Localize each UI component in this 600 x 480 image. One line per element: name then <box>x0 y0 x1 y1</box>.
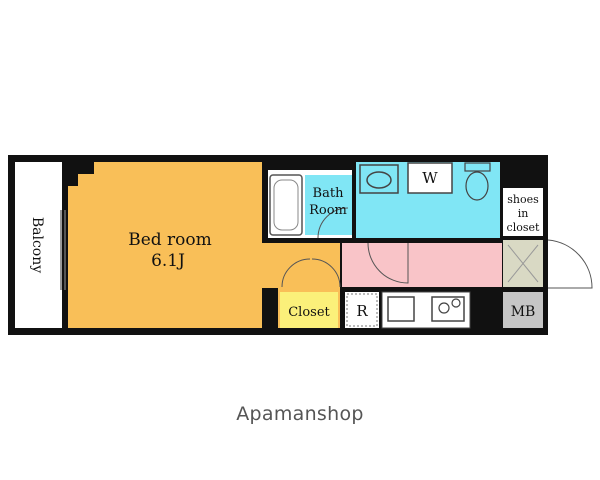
bedroom-door-swing <box>281 258 341 288</box>
fridge-label: R <box>356 302 368 320</box>
closet-area <box>280 292 338 328</box>
shoes-closet-line2: in <box>518 207 529 220</box>
meter-box-area <box>503 292 543 328</box>
washroom-door-swing <box>367 242 409 284</box>
bath-room-label-bg <box>305 175 352 235</box>
washer-space <box>407 162 453 194</box>
fridge-space <box>345 292 379 328</box>
shoes-closet-line1: shoes <box>507 193 539 206</box>
bath-label-line2: Room <box>309 203 347 218</box>
shoes-closet-line3: closet <box>507 221 540 234</box>
kitchen-counter <box>381 291 471 329</box>
corridor-area <box>342 243 502 287</box>
bath-door-swing <box>317 207 349 239</box>
bedroom-area <box>68 162 340 328</box>
bedroom-label: Bed room <box>128 230 212 250</box>
bedroom-size-label: 6.1J <box>151 251 185 271</box>
sink-icon <box>359 164 399 194</box>
meter-box-label: MB <box>511 304 536 320</box>
balcony-area <box>15 162 62 328</box>
bath-label-line1: Bath <box>313 186 345 201</box>
bathtub-icon <box>269 174 303 236</box>
kitchen-sink-icon <box>387 296 415 322</box>
toilet-icon <box>465 171 489 201</box>
brand-logo-text: Apamanshop <box>236 403 364 425</box>
balcony-label: Balcony <box>29 217 45 273</box>
washer-label: W <box>422 169 438 187</box>
entrance-door-swing <box>547 239 593 289</box>
shoes-closet-area <box>503 188 543 236</box>
toilet-tank-icon <box>464 162 491 172</box>
stove-icon <box>431 296 465 322</box>
closet-label: Closet <box>288 305 330 320</box>
